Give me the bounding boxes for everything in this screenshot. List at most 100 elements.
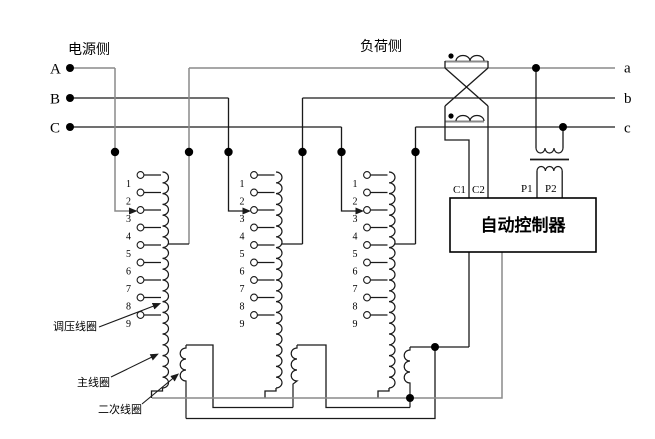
- current-transformer: C1 C2: [444, 53, 489, 198]
- phase-c-label: c: [624, 121, 631, 137]
- source-side-title: 电源侧: [68, 42, 110, 58]
- regulating-coil-label: 调压线圈: [53, 319, 97, 333]
- controller-box: [449, 197, 597, 253]
- junction-dot: [532, 64, 540, 72]
- regulator-unit-1: 1 2 3 4 5 6 7 8 9: [110, 68, 194, 398]
- terminal-A-dot: [66, 64, 74, 72]
- main-coil-label: 主线圈: [77, 375, 110, 389]
- tap-circles: [250, 171, 258, 319]
- tap-leads: [144, 174, 161, 316]
- tap-selector-wire: [227, 98, 251, 215]
- main-coil: [275, 171, 283, 389]
- coil-bottom-stub: [264, 388, 277, 398]
- secondary-coil-label: 二次线圈: [98, 402, 142, 416]
- c1-wire: [444, 127, 470, 198]
- secondary-coil-1: [179, 345, 187, 419]
- svg-text:5: 5: [126, 249, 131, 260]
- sec1-top-link: [186, 344, 293, 409]
- svg-text:5: 5: [240, 249, 245, 260]
- svg-text:3: 3: [126, 214, 131, 225]
- polarity-dot: [448, 113, 454, 119]
- svg-text:1: 1: [126, 179, 131, 190]
- terminal-C-dot: [66, 123, 74, 131]
- ct-upper-winding: [455, 54, 485, 62]
- neutral-wire: [152, 252, 503, 399]
- svg-text:4: 4: [126, 232, 131, 243]
- potential-transformer: P1 P2: [521, 64, 569, 198]
- junction-dot: [298, 147, 307, 157]
- svg-text:9: 9: [353, 319, 358, 330]
- phase-A-label: A: [50, 62, 61, 78]
- secondary-coil-arrow: [141, 373, 180, 405]
- pt-secondary-winding: [536, 165, 563, 172]
- terminal-C1-label: C1: [453, 184, 466, 196]
- svg-text:1: 1: [240, 179, 245, 190]
- svg-text:5: 5: [353, 249, 358, 260]
- svg-text:7: 7: [240, 284, 245, 295]
- svg-text:6: 6: [126, 267, 131, 278]
- junction-dot: [110, 147, 120, 157]
- junction-dot: [184, 147, 194, 157]
- tap-numbers: 1 2 3 4 5 6 7 8 9: [240, 179, 245, 330]
- svg-text:8: 8: [353, 302, 358, 313]
- svg-text:3: 3: [353, 214, 358, 225]
- junction-dot: [406, 394, 414, 402]
- svg-text:2: 2: [353, 197, 358, 208]
- tap-leads: [257, 174, 275, 316]
- svg-text:9: 9: [126, 319, 131, 330]
- coil-bottom-stub: [377, 388, 390, 398]
- terminal-B-dot: [66, 94, 74, 102]
- tap-numbers: 1 2 3 4 5 6 7 8 9: [126, 179, 131, 330]
- svg-text:2: 2: [126, 197, 131, 208]
- secondary-coil-2: [290, 345, 299, 408]
- main-coil: [162, 171, 170, 389]
- svg-text:1: 1: [353, 179, 358, 190]
- regulator-unit-3: 1 2 3 4 5 6 7 8 9: [337, 127, 420, 398]
- svg-text:6: 6: [353, 267, 358, 278]
- ct-lower-sides: [444, 106, 489, 127]
- regulating-coil-arrow: [98, 302, 162, 328]
- sec-chain-return-wire: [186, 347, 436, 420]
- main-coil-arrow: [110, 353, 159, 378]
- coil-bottom-stub: [150, 388, 164, 398]
- ct-upper-sides: [444, 61, 489, 68]
- phase-C-label: C: [50, 121, 60, 137]
- tap-circles: [363, 171, 371, 319]
- svg-text:8: 8: [126, 302, 131, 313]
- coil-annotations: 调压线圈 主线圈 二次线圈: [53, 302, 180, 416]
- tap-selector-wire: [114, 68, 138, 215]
- tap-leads: [370, 174, 388, 316]
- phase-lines: A B C a b c: [50, 61, 632, 137]
- tap-numbers: 1 2 3 4 5 6 7 8 9: [353, 179, 358, 330]
- svg-text:7: 7: [353, 284, 358, 295]
- junction-dot: [411, 147, 420, 157]
- polarity-dot: [448, 53, 454, 59]
- svg-text:6: 6: [240, 267, 245, 278]
- phase-b-label: b: [624, 91, 632, 107]
- phase-B-label: B: [50, 92, 60, 108]
- load-side-title: 负荷侧: [360, 39, 402, 55]
- terminal-P1-label: P1: [521, 183, 533, 195]
- svg-text:4: 4: [240, 232, 245, 243]
- junction-dot: [431, 343, 439, 351]
- svg-text:9: 9: [240, 319, 245, 330]
- crossed-leads: [444, 67, 489, 107]
- sec2-top-link: [297, 344, 410, 409]
- svg-text:4: 4: [353, 232, 358, 243]
- junction-dot: [559, 123, 567, 131]
- svg-text:8: 8: [240, 302, 245, 313]
- terminal-P2-label: P2: [545, 183, 557, 195]
- controller-label: 自动控制器: [481, 215, 567, 235]
- regulator-unit-2: 1 2 3 4 5 6 7 8 9: [224, 98, 307, 398]
- junction-dot: [224, 147, 233, 157]
- svg-text:7: 7: [126, 284, 131, 295]
- svg-text:3: 3: [240, 214, 245, 225]
- ct-lower-winding: [455, 114, 485, 122]
- automatic-controller: 自动控制器: [449, 197, 597, 253]
- pt-primary-winding: [535, 147, 564, 154]
- svg-text:2: 2: [240, 197, 245, 208]
- secondary-chain: [152, 252, 503, 420]
- tap-circles: [136, 171, 145, 319]
